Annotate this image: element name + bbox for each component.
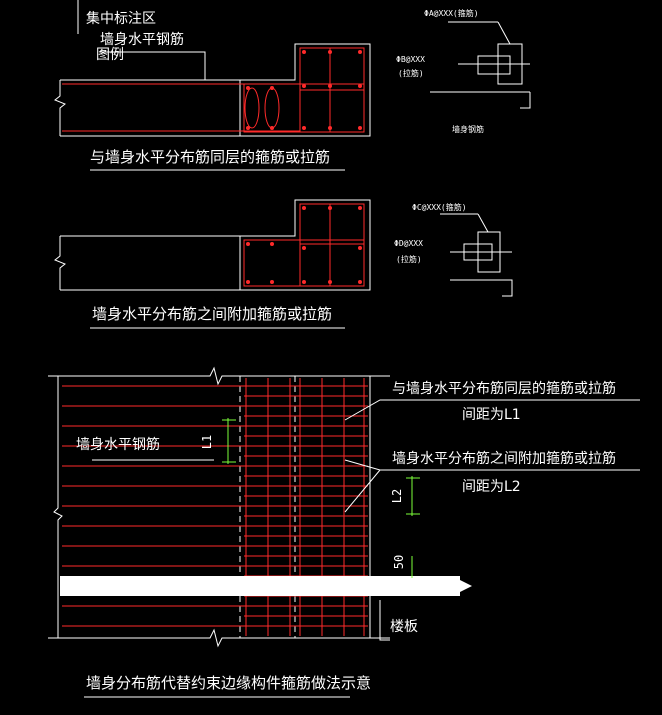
note-tie-d-sub: (拉筋)	[396, 255, 422, 264]
label-legend: 图例	[96, 47, 124, 63]
note-wall-rebar: 墙身钢筋	[452, 125, 484, 134]
dim-l2-text: L2	[390, 488, 405, 504]
callout1-text: 与墙身水平分布筋同层的箍筋或拉筋	[392, 381, 616, 397]
tie-detail1-end	[520, 92, 531, 109]
note-stirrup-a: ΦA@XXX(箍筋)	[424, 9, 479, 18]
dim-l1-text: L1	[200, 434, 215, 450]
column2-outline	[239, 199, 371, 291]
label-floor-slab: 楼板	[390, 619, 418, 635]
leader-rebar-label	[100, 51, 206, 80]
dim-50-text: 50	[392, 554, 407, 570]
elevation-top-break	[48, 366, 390, 386]
elevation	[48, 366, 390, 648]
note-tie-b-sub: (拉筋)	[398, 69, 424, 78]
callout2-leader-b	[344, 469, 381, 513]
detail2-section	[54, 199, 371, 329]
elevation-left-break	[53, 376, 63, 638]
callout1-leader	[344, 399, 640, 421]
note-tie-b: ΦB@XXX	[396, 55, 425, 64]
elevation-rebar-grid	[62, 378, 368, 636]
detail1-section	[54, 0, 371, 171]
slab-leader	[379, 600, 390, 641]
callout2-text: 墙身水平分布筋之间附加箍筋或拉筋	[392, 451, 616, 467]
floor-slab	[60, 576, 460, 596]
note-stirrup-c: ΦC@XXX(箍筋)	[412, 203, 467, 212]
callout1-spacing: 间距为L1	[462, 407, 521, 423]
tie-detail1-leader	[497, 21, 511, 45]
elevation-bottom-break	[48, 628, 390, 648]
callout-leaders	[84, 399, 640, 698]
column-stirrup-lower	[243, 83, 365, 133]
label-wall-rebar-top: 墙身水平钢筋	[100, 32, 184, 48]
detail2-rebar-dots	[246, 206, 362, 284]
wall-break-mark	[54, 80, 66, 136]
column-outline	[239, 43, 371, 137]
wall-tie-2	[264, 87, 280, 129]
tie-detail2	[440, 213, 513, 297]
caption-elevation: 墙身分布筋代替约束边缘构件箍筋做法示意	[86, 674, 372, 692]
label-annotation-zone: 集中标注区	[86, 11, 156, 27]
callout2-spacing: 间距为L2	[462, 479, 521, 495]
caption-detail2: 墙身水平分布筋之间附加箍筋或拉筋	[92, 305, 333, 323]
tie-detail1	[430, 21, 531, 109]
wall2-break-mark	[54, 236, 66, 290]
caption-detail1: 与墙身水平分布筋同层的箍筋或拉筋	[90, 148, 331, 166]
dimensions	[222, 418, 420, 578]
column2-stirrup-lower	[243, 239, 365, 287]
tie-detail2-leader	[477, 213, 489, 233]
tie-detail1-hook	[477, 55, 511, 75]
tie-detail2-bar	[450, 279, 513, 297]
label-wall-horizontal-rebar: 墙身水平钢筋	[76, 437, 160, 453]
detail1-rebar-dots	[246, 50, 362, 130]
wall-tie-1	[244, 87, 260, 129]
note-tie-d: ΦD@XXX	[394, 239, 423, 248]
slab-arrow	[460, 580, 472, 592]
column2-stirrup-outer	[299, 203, 365, 287]
